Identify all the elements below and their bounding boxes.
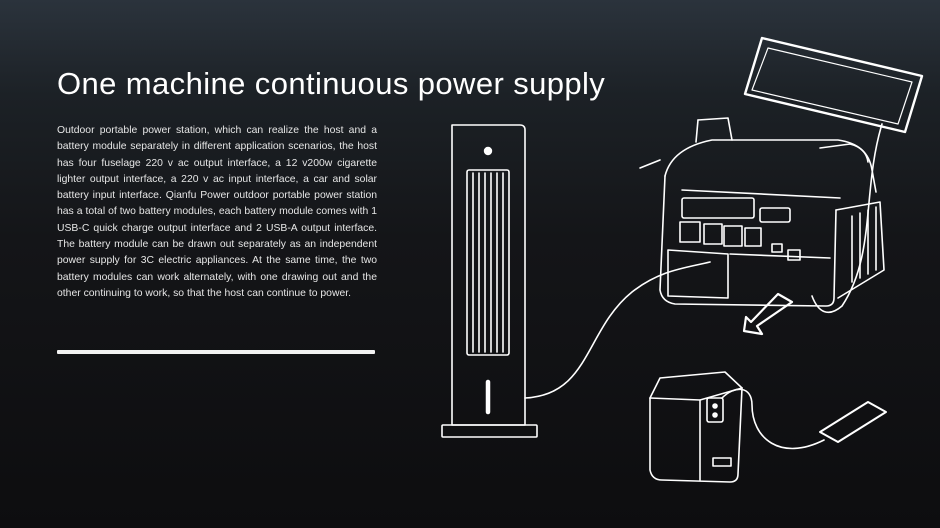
battery-module-icon [649,371,743,483]
description-text: Outdoor portable power station, which ca… [57,125,377,299]
smartphone-icon [819,401,887,443]
extraction-arrow-icon [742,292,794,336]
tower-fan-icon [441,124,538,438]
fan-power-cable [524,261,711,399]
solar-cable [811,123,883,314]
phone-cable [721,388,825,450]
power-station-icon [639,117,885,307]
page-title: One machine continuous power supply [57,66,606,101]
title-divider [57,350,375,354]
solar-panel-icon [743,36,924,134]
